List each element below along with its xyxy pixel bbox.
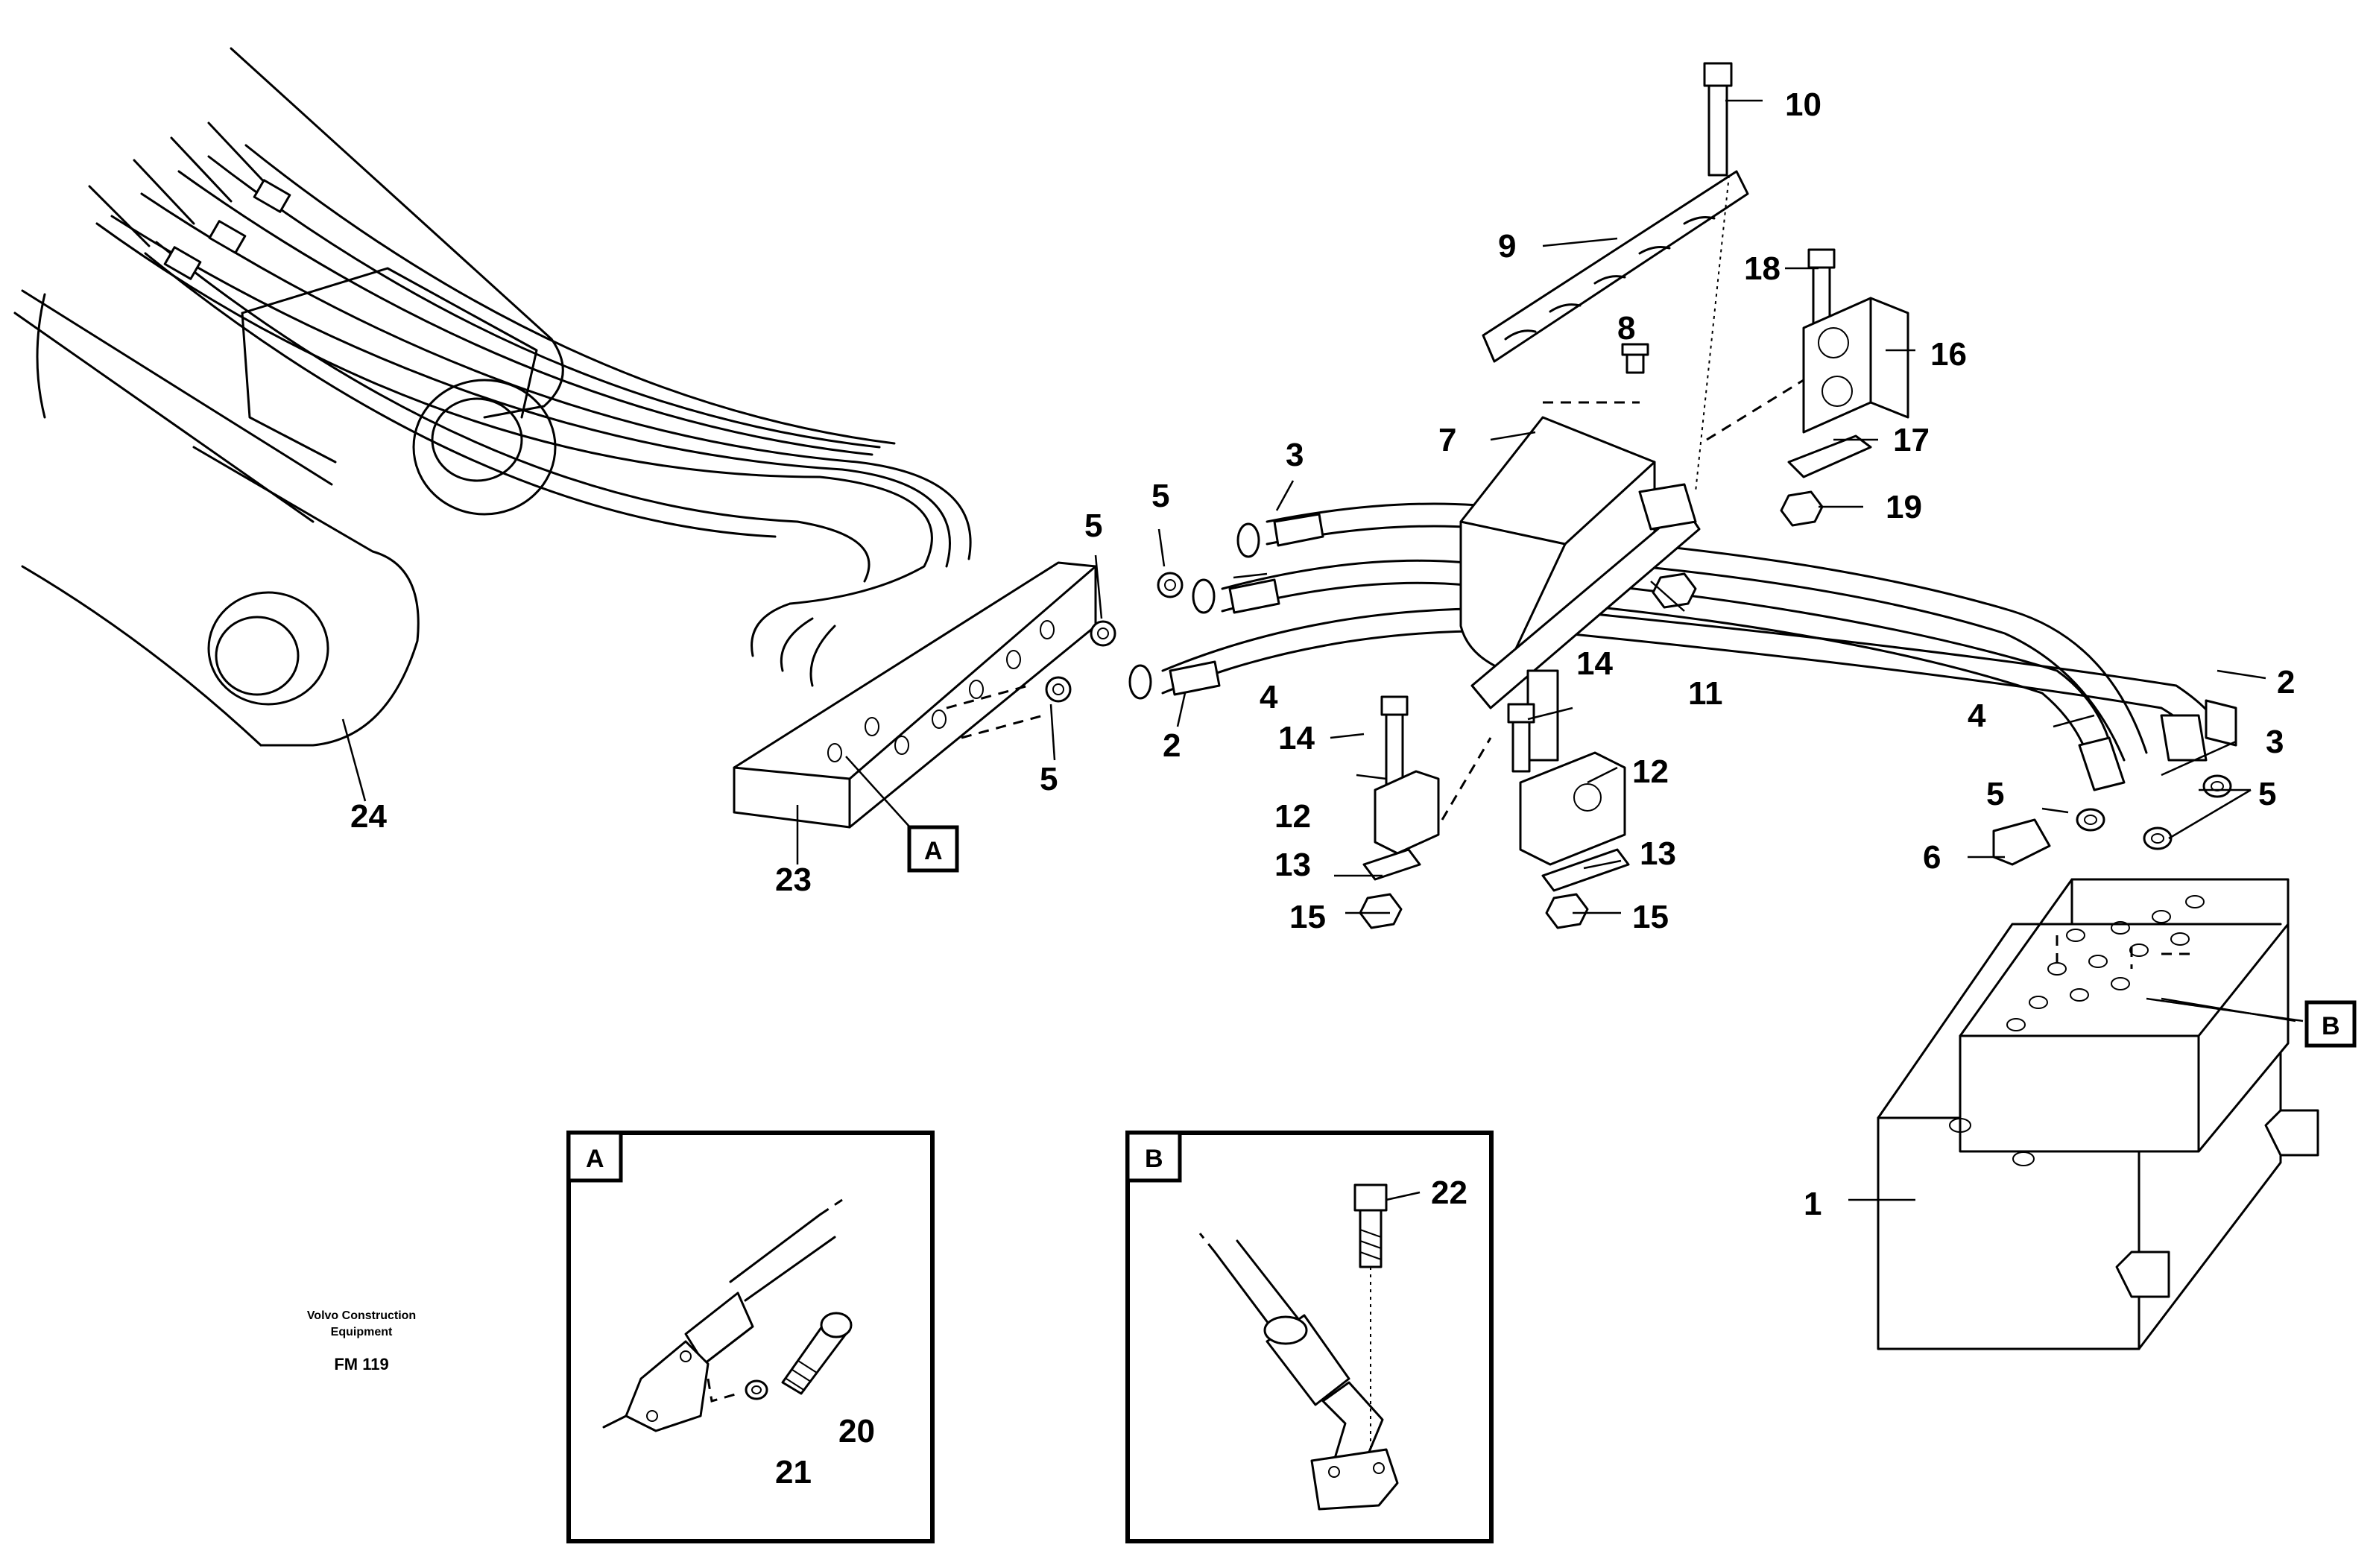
callout-2-upper: 2 xyxy=(2277,664,2295,701)
callout-23: 23 xyxy=(775,862,812,898)
detail-box-b: B xyxy=(1125,1131,1494,1543)
callout-12-left: 12 xyxy=(1274,798,1311,835)
hose-assemblies xyxy=(1045,502,2237,850)
callout-5-mid: 5 xyxy=(1084,508,1102,544)
credit-line-1: Volvo Construction xyxy=(307,1309,416,1322)
callout-leaders xyxy=(341,99,2296,1201)
callout-17: 17 xyxy=(1893,422,1930,458)
callout-15-left: 15 xyxy=(1289,899,1326,935)
manifold-block xyxy=(733,561,1097,829)
callout-1: 1 xyxy=(1804,1186,1822,1222)
detail-ref-b-label: B xyxy=(2322,1012,2340,1040)
boom-arm xyxy=(13,47,564,747)
callout-24: 24 xyxy=(350,798,387,835)
credit-line-2: Equipment xyxy=(331,1326,393,1338)
callout-5-upper: 5 xyxy=(1151,478,1169,514)
control-valve xyxy=(1877,818,2319,1350)
figure-code: FM 119 xyxy=(334,1355,388,1373)
callout-14-left: 14 xyxy=(1278,720,1315,756)
assembly-guide-lines xyxy=(946,174,1804,821)
callout-22: 22 xyxy=(1431,1175,1467,1211)
detail-box-b-label: B xyxy=(1145,1145,1163,1173)
callout-numbers: 10 9 18 8 16 7 17 3 5 19 5 4 11 14 2 4 1… xyxy=(350,86,2295,1490)
callout-16: 16 xyxy=(1930,336,1967,373)
detail-ref-a-label: A xyxy=(924,837,943,865)
credit-block: Volvo Construction Equipment FM 119 xyxy=(307,1309,416,1373)
detail-ref-a: A xyxy=(907,825,959,873)
clamp-halves xyxy=(1362,297,1909,892)
callout-3-upper: 3 xyxy=(1286,437,1304,473)
callout-13-right: 13 xyxy=(1640,835,1676,872)
detail-box-a: A xyxy=(566,1131,935,1543)
boom-hoses xyxy=(88,121,972,687)
clamp-bracket xyxy=(1459,416,1701,762)
callout-13-left: 13 xyxy=(1274,847,1311,883)
callout-14-right: 14 xyxy=(1576,645,1613,682)
bolts-and-nuts xyxy=(1359,62,1836,929)
callout-5-right-b: 5 xyxy=(2258,776,2276,812)
callout-5-lower: 5 xyxy=(1040,761,1058,797)
callout-10: 10 xyxy=(1785,86,1822,123)
callout-19: 19 xyxy=(1886,489,1922,525)
callout-4-right: 4 xyxy=(1968,698,1986,734)
callout-5-right-a: 5 xyxy=(1986,776,2004,812)
callout-12-right: 12 xyxy=(1632,753,1669,790)
clamp-rail xyxy=(1482,170,1749,363)
callout-2-lower: 2 xyxy=(1163,727,1181,764)
callout-9: 9 xyxy=(1498,228,1516,265)
callout-15-right: 15 xyxy=(1632,899,1669,935)
callout-3-right: 3 xyxy=(2266,724,2284,760)
detail-box-a-label: A xyxy=(586,1145,604,1173)
callout-18: 18 xyxy=(1744,250,1781,287)
detail-ref-b: B xyxy=(2146,997,2357,1048)
callout-4-upper: 4 xyxy=(1260,679,1278,715)
callout-20: 20 xyxy=(838,1413,875,1450)
callout-7: 7 xyxy=(1438,422,1456,458)
callout-21: 21 xyxy=(775,1454,812,1490)
callout-6: 6 xyxy=(1923,839,1941,876)
callout-11: 11 xyxy=(1688,675,1723,712)
callout-8: 8 xyxy=(1617,310,1635,347)
